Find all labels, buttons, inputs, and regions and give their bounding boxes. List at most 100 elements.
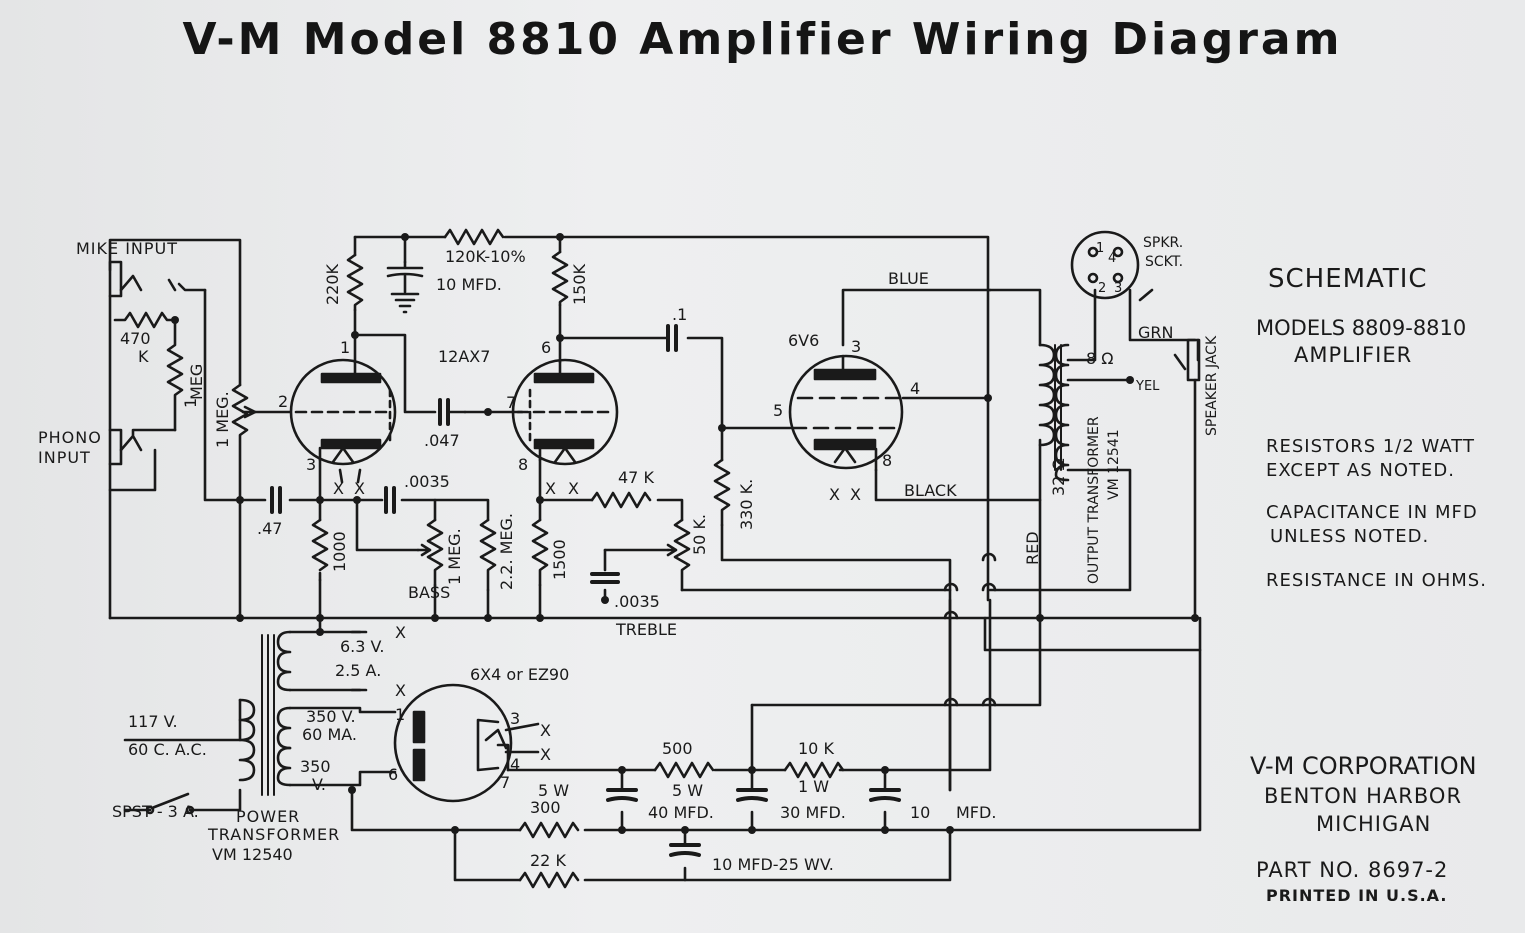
label-300-5w: 5 W bbox=[538, 781, 569, 800]
heater-x: X bbox=[850, 485, 861, 504]
label-500: 500 bbox=[662, 739, 693, 758]
company-name: V-M CORPORATION bbox=[1250, 752, 1477, 780]
label-350-v: V. bbox=[312, 775, 326, 794]
resistor-22k bbox=[518, 871, 580, 889]
ground-symbol bbox=[390, 292, 420, 314]
label-047: .047 bbox=[424, 431, 460, 450]
pin-2: 2 bbox=[278, 392, 288, 411]
label-8-ohm: 8 Ω bbox=[1086, 349, 1114, 368]
pin-7a: 7 bbox=[506, 393, 516, 412]
schematic-heading: SCHEMATIC bbox=[1268, 264, 1428, 294]
cap-0035b bbox=[590, 572, 620, 584]
heater-x: X bbox=[829, 485, 840, 504]
note-capacitance: CAPACITANCE IN MFD bbox=[1266, 502, 1478, 523]
heater-x: X bbox=[395, 623, 406, 642]
part-number: PART NO. 8697-2 bbox=[1256, 858, 1449, 882]
pin-3r: 3 bbox=[510, 709, 520, 728]
label-60ma: 60 MA. bbox=[302, 725, 357, 744]
pin-8a: 8 bbox=[518, 455, 528, 474]
resistor-500 bbox=[653, 761, 715, 779]
capacitors bbox=[270, 260, 901, 857]
power-transformer bbox=[238, 630, 368, 796]
pin-3a: 3 bbox=[306, 455, 316, 474]
label-spst: SPST - 3 A. bbox=[112, 802, 199, 821]
label-10mfd-25wv: 10 MFD-25 WV. bbox=[712, 855, 834, 874]
label-1meg-b: MEG bbox=[187, 364, 206, 400]
cap-30mfd bbox=[736, 788, 768, 802]
resistor-2-2meg bbox=[479, 518, 497, 592]
heater-x: X bbox=[568, 479, 579, 498]
resistor-10k bbox=[783, 761, 845, 779]
speaker-jack bbox=[1173, 338, 1201, 382]
pot-treble bbox=[673, 518, 691, 592]
cap-10mfd-25wv bbox=[669, 843, 701, 857]
label-350v: 350 V. bbox=[306, 707, 356, 726]
label-transformer: TRANSFORMER bbox=[207, 825, 340, 844]
heater-x: X bbox=[354, 479, 365, 498]
label-6x4: 6X4 or EZ90 bbox=[470, 665, 569, 684]
label-bass-pot: 1 MEG. bbox=[445, 528, 464, 585]
resistor-47k bbox=[590, 491, 652, 509]
speaker-socket bbox=[1070, 230, 1154, 302]
label-350: 350 bbox=[300, 757, 331, 776]
label-phono-2: INPUT bbox=[38, 448, 91, 467]
label-vm12540: VM 12540 bbox=[212, 845, 293, 864]
printed-in: PRINTED IN U.S.A. bbox=[1266, 886, 1448, 905]
label-40mfd: 40 MFD. bbox=[648, 803, 714, 822]
label-300: 300 bbox=[530, 798, 561, 817]
pin-7r: 7 bbox=[500, 773, 510, 792]
pin-5: 5 bbox=[773, 401, 783, 420]
page-title: V-M Model 8810 Amplifier Wiring Diagram bbox=[182, 14, 1343, 65]
heater-x: X bbox=[540, 721, 551, 740]
label-30mfd: 30 MFD. bbox=[780, 803, 846, 822]
company-state: MICHIGAN bbox=[1316, 812, 1432, 836]
label-bass: BASS bbox=[408, 583, 450, 602]
resistor-120k bbox=[443, 228, 505, 246]
label-120k: 120K-10% bbox=[445, 247, 526, 266]
label-black: BLACK bbox=[904, 481, 957, 500]
label-2-2meg: 2.2. MEG. bbox=[497, 513, 516, 590]
pin-8b: 8 bbox=[882, 451, 892, 470]
label-2-5a: 2.5 A. bbox=[335, 661, 381, 680]
pin-6: 6 bbox=[541, 338, 551, 357]
label-10mfd: 10 MFD. bbox=[436, 275, 502, 294]
cap-0035a bbox=[384, 486, 396, 514]
cap-01 bbox=[666, 324, 678, 352]
label-power: POWER bbox=[236, 807, 300, 826]
label-470: 470 bbox=[120, 329, 151, 348]
wire-crossings bbox=[943, 552, 997, 707]
label-mfd: MFD. bbox=[956, 803, 996, 822]
pot-1meg bbox=[231, 383, 249, 502]
cap-47 bbox=[270, 486, 282, 514]
output-transformer bbox=[1038, 343, 1070, 482]
amplifier-line: AMPLIFIER bbox=[1294, 343, 1413, 367]
pin-4: 4 bbox=[910, 379, 920, 398]
pin-4r: 4 bbox=[510, 755, 520, 774]
tube-6v6 bbox=[788, 354, 904, 472]
heater-x: X bbox=[395, 681, 406, 700]
pot-bass bbox=[426, 518, 444, 587]
resistor-470k bbox=[113, 311, 177, 329]
label-0035b: .0035 bbox=[614, 592, 660, 611]
note-resistors: RESISTORS 1/2 WATT bbox=[1266, 436, 1475, 457]
label-6-3v: 6.3 V. bbox=[340, 637, 385, 656]
label-220k: 220K bbox=[323, 263, 342, 305]
label-mike-input: MIKE INPUT bbox=[76, 239, 178, 258]
resistor-1meg-input bbox=[166, 318, 184, 432]
label-150k: 150K bbox=[570, 263, 589, 305]
cap-10mfd-b bbox=[869, 788, 901, 802]
cap-047 bbox=[438, 398, 467, 426]
resistor-150k bbox=[551, 250, 569, 307]
note-unless: UNLESS NOTED. bbox=[1270, 526, 1430, 547]
label-1meg-a: 1 bbox=[181, 398, 200, 408]
label-50k: 50 K. bbox=[690, 514, 709, 555]
label-10k: 10 K bbox=[798, 739, 834, 758]
socket-pin-3: 3 bbox=[1114, 281, 1122, 296]
label-01: .1 bbox=[672, 305, 687, 324]
label-117v: 117 V. bbox=[128, 712, 178, 731]
pin-1: 1 bbox=[340, 338, 350, 357]
label-0035a: .0035 bbox=[404, 472, 450, 491]
power-switch bbox=[145, 792, 195, 815]
